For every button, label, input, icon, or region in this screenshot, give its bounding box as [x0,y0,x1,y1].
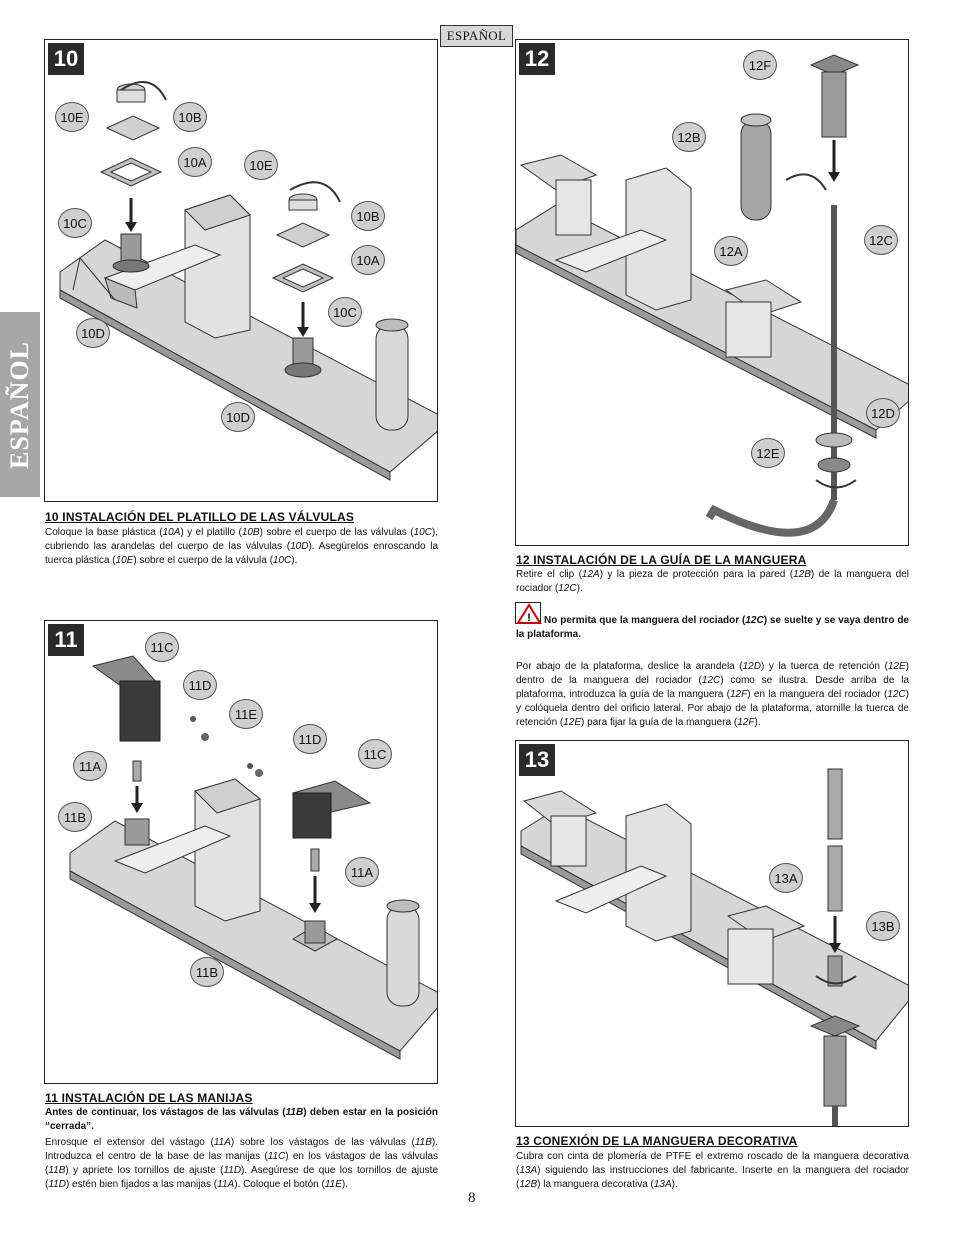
callout-11c-right: 11C [358,739,392,769]
callout-10a-left: 10A [178,147,212,177]
callout-11b-left: 11B [58,802,92,832]
step-12-warning: No permita que la manguera del rociador … [516,615,909,640]
page-number: 8 [468,1190,476,1206]
step-13-text: Cubra con cinta de plomería de PTFE el e… [516,1151,909,1190]
step-10-number: 10 [48,43,84,75]
step-10-drawing [59,81,437,481]
callout-10b-left: 10B [173,102,207,132]
step-10-title: 10 INSTALACIÓN DEL PLATILLO DE LAS VÁLVU… [45,510,355,524]
step-11-title: 11 INSTALACIÓN DE LAS MANIJAS [45,1091,253,1105]
step-10-illustration: 10 10E 10B 10A 10E 10C 10B 10A 10D 10C 1… [44,39,438,502]
callout-11d-left: 11D [183,670,217,700]
step-12-illustration: 12 12F 12B 12C 12A 12D 12E [515,39,909,546]
language-side-tab: ESPAÑOL [0,312,40,497]
side-tab-label: ESPAÑOL [5,340,34,469]
step-12-drawing [516,54,908,537]
callout-12c: 12C [864,225,898,255]
callout-11a-right: 11A [345,857,379,887]
step-13-drawing [520,768,908,1126]
step-11-illustration: 11 11C 11D 11E 11D 11C 11A 11B 11A 11B [44,620,438,1084]
callout-11a-left: 11A [73,751,107,781]
step-12-text: Retire el clip (12A) y la pieza de prote… [516,569,909,594]
callout-10d-left: 10D [76,318,110,348]
step-13-number: 13 [519,744,555,776]
callout-11b-right: 11B [190,957,224,987]
language-badge: ESPAÑOL [440,25,513,47]
step-13-illustration: 13 13A 13B [515,740,909,1127]
step-12-title: 12 INSTALACIÓN DE LA GUÍA DE LA MANGUERA [516,553,807,567]
step-11-text: Enrosque el extensor del vástago (11A) s… [45,1137,439,1190]
callout-11e: 11E [229,699,263,729]
callout-12f: 12F [743,50,777,80]
callout-10a-right: 10A [351,245,385,275]
callout-10b-right: 10B [351,201,385,231]
callout-12e: 12E [751,438,785,468]
callout-10e-right: 10E [244,150,278,180]
callout-11d-right: 11D [293,724,327,754]
step-11-drawing [69,655,437,1060]
callout-10d-right: 10D [221,402,255,432]
callout-12b: 12B [672,122,706,152]
callout-13b: 13B [866,911,900,941]
callout-12d: 12D [866,398,900,428]
callout-10c-left: 10C [58,208,92,238]
svg-text:!: ! [527,612,531,624]
step-11-number: 11 [48,624,84,656]
callout-13a: 13A [769,863,803,893]
step-11-notice: Antes de continuar, los vástagos de las … [45,1107,438,1132]
callout-11c-left: 11C [145,632,179,662]
step-13-title: 13 CONEXIÓN DE LA MANGUERA DECORATIVA [516,1134,798,1148]
step-10-text: Coloque la base plástica (10A) y el plat… [45,527,439,566]
step-12-number: 12 [519,43,555,75]
warning-icon: ! [515,602,542,624]
callout-12a: 12A [714,236,748,266]
callout-10e-left: 10E [55,102,89,132]
step-12-text-2: Por abajo de la plataforma, deslice la a… [516,661,910,728]
callout-10c-right: 10C [328,297,362,327]
